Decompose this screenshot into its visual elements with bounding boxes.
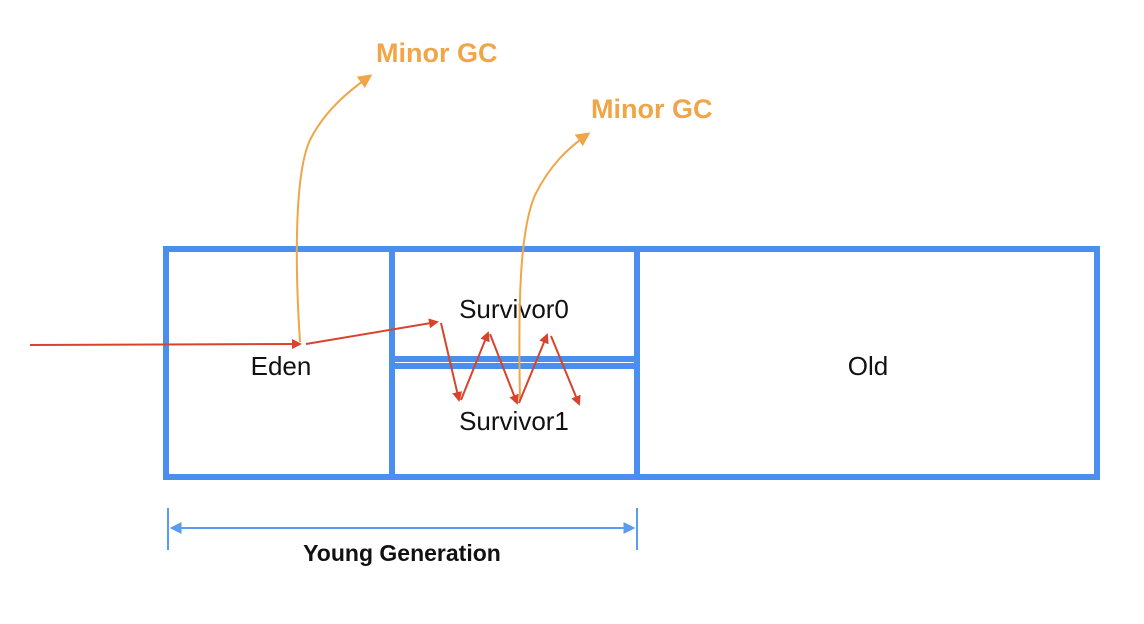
young-generation-span — [167, 508, 638, 550]
survivor1-label: Survivor1 — [459, 406, 569, 436]
minor-gc-arrow-survivor — [518, 132, 591, 401]
survivor0-label: Survivor0 — [459, 294, 569, 324]
young-generation-label: Young Generation — [303, 540, 501, 566]
eden-to-survivor0-arrow — [305, 318, 439, 345]
heap-regions — [163, 246, 1100, 480]
old-label: Old — [848, 351, 888, 381]
allocation-arrow — [29, 339, 302, 350]
zigzag-arrow-3 — [489, 333, 519, 405]
eden-label: Eden — [251, 351, 312, 381]
zigzag-arrow-5 — [550, 335, 581, 406]
zigzag-arrow-4 — [518, 333, 549, 404]
minor-gc-label-1: Minor GC — [376, 38, 498, 68]
zigzag-arrow-2 — [460, 331, 490, 401]
heap-outer-box — [163, 246, 1100, 480]
zigzag-arrow-1 — [440, 322, 463, 402]
survivor-copy-zigzag — [440, 322, 581, 406]
minor-gc-label-2: Minor GC — [591, 94, 713, 124]
minor-gc-arrow-eden — [295, 74, 373, 343]
